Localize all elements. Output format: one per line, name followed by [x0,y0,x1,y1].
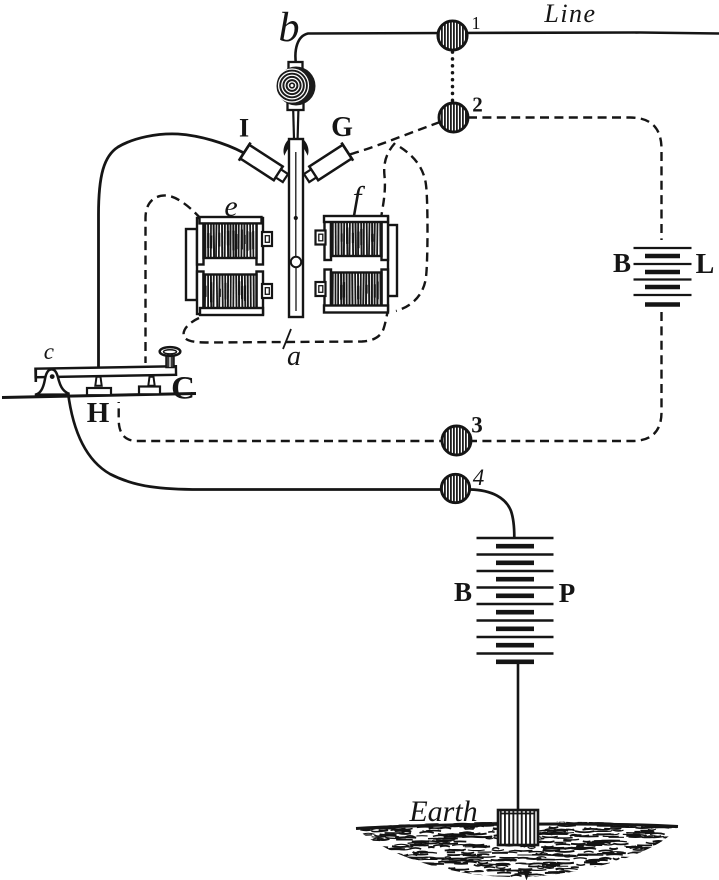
svg-text:P: P [559,578,576,608]
svg-text:e: e [224,190,237,223]
svg-text:b: b [279,5,300,51]
svg-text:4: 4 [473,465,485,490]
svg-text:H: H [87,397,110,429]
svg-text:I: I [239,114,249,143]
svg-text:B: B [454,577,472,607]
svg-text:Earth: Earth [408,795,477,828]
svg-text:c: c [44,339,54,364]
svg-text:G: G [331,112,353,143]
svg-text:C: C [171,371,195,407]
svg-text:B: B [613,248,631,278]
svg-text:1: 1 [472,13,481,33]
svg-text:a: a [287,341,301,372]
svg-text:L: L [696,249,715,280]
svg-text:f: f [353,179,366,215]
svg-text:2: 2 [472,93,483,117]
svg-text:3: 3 [471,413,483,438]
svg-text:Line: Line [543,0,596,28]
